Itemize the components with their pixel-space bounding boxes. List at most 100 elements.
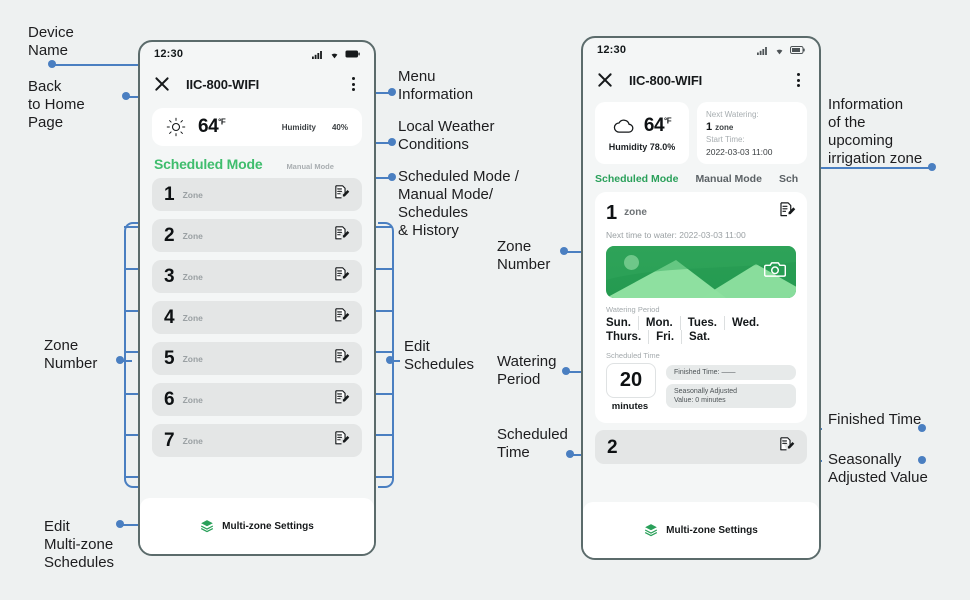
zone-row[interactable]: 5 Zone (152, 342, 362, 375)
mode-tabs-left: Scheduled Mode Manual Mode (140, 146, 374, 178)
tab-manual-mode[interactable]: Manual Mode (286, 162, 334, 171)
kebab-menu-icon[interactable] (791, 72, 805, 88)
weather-card-left: 64°F Humidity 40% (152, 108, 362, 146)
app-bar-left: IIC-800-WIFI (140, 66, 374, 102)
start-time-value: 2022-03-03 11:00 (706, 146, 773, 157)
zone-detail-header: 1 zone (606, 201, 796, 224)
leader-dot-edit-schedules (386, 356, 394, 364)
device-name-title: IIC-800-WIFI (186, 76, 260, 92)
zone-label: Zone (182, 271, 203, 282)
watering-period-label: Watering Period (606, 305, 660, 314)
zone-number: 7 (164, 430, 175, 451)
edit-schedule-icon[interactable] (333, 225, 350, 247)
zone-label: Zone (182, 435, 203, 446)
leader-dot-finished-time-end (918, 424, 926, 432)
temperature-unit: °F (664, 116, 672, 126)
day-sun[interactable]: Sun. (606, 317, 631, 329)
leader-dot-upcoming-zone-end (928, 163, 936, 171)
zone-number: 6 (164, 389, 175, 410)
zone-row[interactable]: 2 Zone (152, 219, 362, 252)
tab-schedules[interactable]: Sch (778, 173, 799, 185)
day-fri[interactable]: Fri. (648, 330, 681, 344)
battery-icon (790, 46, 805, 54)
zone-number: 2 (607, 436, 618, 458)
app-bar-right: IIC-800-WIFI (583, 62, 819, 98)
leader-dot-local-weather-end (388, 138, 396, 146)
leader-dot-modes-end (388, 173, 396, 181)
multi-zone-settings-bar-left[interactable]: Multi-zone Settings (140, 498, 374, 554)
edit-schedule-icon[interactable] (333, 348, 350, 370)
zone-row[interactable]: 4 Zone (152, 301, 362, 334)
multi-zone-settings-bar-right[interactable]: Multi-zone Settings (583, 502, 819, 558)
leader-upcoming-zone (792, 167, 932, 169)
annotation-zone-number-left: Zone Number (44, 337, 98, 372)
tab-scheduled-mode[interactable]: Scheduled Mode (154, 156, 263, 172)
humidity-readout: Humidity 78.0% (608, 141, 676, 152)
cellular-signal-icon (757, 46, 767, 55)
annotation-menu-information: Menu Information (398, 68, 474, 103)
bracket-zones-right (378, 222, 394, 488)
zone-row[interactable]: 1 Zone (152, 178, 362, 211)
edit-schedule-icon[interactable] (778, 436, 795, 458)
temperature-value: 64°F (644, 115, 672, 137)
weather-top-row: 64°F (613, 115, 672, 137)
mode-tabs-right: Scheduled Mode Manual Mode Sch (583, 164, 819, 192)
day-wed[interactable]: Wed. (723, 316, 766, 330)
zone-number: 1 (164, 184, 175, 205)
phone-mockup-left: 12:30 IIC-800-WIFI (138, 40, 376, 556)
annotation-edit-schedules: Edit Schedules (404, 338, 475, 373)
leader-dot-watering-period (562, 367, 570, 375)
zone-photo-placeholder[interactable] (606, 246, 796, 298)
temperature-unit: °F (218, 117, 226, 127)
day-tues[interactable]: Tues. (679, 316, 724, 330)
edit-schedule-icon[interactable] (333, 389, 350, 411)
zone-row[interactable]: 6 Zone (152, 383, 362, 416)
status-clock: 12:30 (154, 48, 184, 60)
minutes-block: 20 minutes (606, 363, 656, 412)
next-time-to-water: Next time to water: 2022-03-03 11:00 (606, 230, 746, 240)
phone-mockup-right: 12:30 IIC-800-WIFI (581, 36, 821, 560)
annotation-zone-number-right: Zone Number (497, 238, 551, 273)
zone-label: Zone (182, 353, 203, 364)
temperature-number: 64 (198, 116, 219, 137)
camera-icon[interactable] (763, 260, 787, 283)
annotation-upcoming-zone: Information of the upcoming irrigation z… (828, 96, 923, 167)
battery-icon (345, 50, 360, 58)
humidity-value: 40% (331, 122, 348, 132)
zone-label: Zone (182, 312, 203, 323)
edit-schedule-icon[interactable] (333, 430, 350, 452)
layers-icon (201, 520, 214, 533)
kebab-menu-icon[interactable] (346, 76, 360, 92)
temperature-value: 64°F (198, 116, 226, 138)
day-mon[interactable]: Mon. (637, 316, 680, 330)
zone-number: 5 (164, 348, 175, 369)
zone-row[interactable]: 7 Zone (152, 424, 362, 457)
device-name-title: IIC-800-WIFI (629, 72, 703, 88)
annotation-device-name: Device Name (28, 24, 74, 59)
annotation-local-weather: Local Weather Conditions (398, 118, 495, 153)
close-icon[interactable] (154, 76, 170, 92)
day-thurs[interactable]: Thurs. (606, 331, 642, 343)
leader-dot-scheduled-time (566, 450, 574, 458)
edit-schedule-icon[interactable] (778, 201, 796, 224)
edit-schedule-icon[interactable] (333, 307, 350, 329)
tab-scheduled-mode[interactable]: Scheduled Mode (595, 173, 679, 185)
cloud-icon (613, 119, 634, 133)
annotation-watering-period: Watering Period (497, 353, 557, 388)
next-watering-zone-word: zone (715, 122, 734, 132)
minutes-value[interactable]: 20 (606, 363, 656, 398)
tab-manual-mode[interactable]: Manual Mode (695, 173, 762, 185)
day-sat[interactable]: Sat. (681, 330, 717, 344)
start-time-label: Start Time: (706, 134, 745, 144)
edit-schedule-icon[interactable] (333, 184, 350, 206)
edit-schedule-icon[interactable] (333, 266, 350, 288)
zone-row-next-partial[interactable]: 2 (595, 430, 807, 464)
status-clock: 12:30 (597, 44, 627, 56)
zone-row[interactable]: 3 Zone (152, 260, 362, 293)
zone-number: 2 (164, 225, 175, 246)
close-icon[interactable] (597, 72, 613, 88)
